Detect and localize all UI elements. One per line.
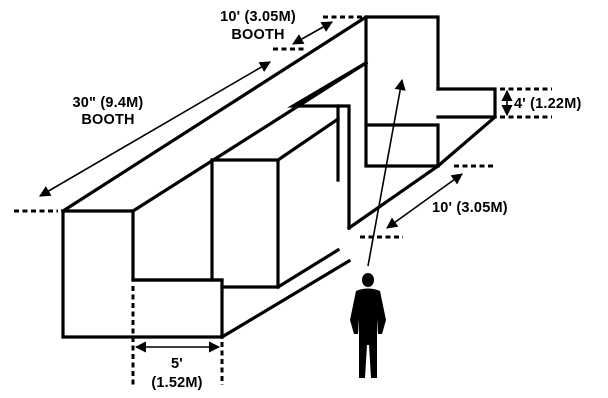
length-label: 30" (9.4M) [73,95,144,111]
right-extension [436,87,497,119]
booth-width-label: 10' (3.05M) [220,9,296,25]
module-width-label: 5' [171,356,183,372]
height-label: 4' (1.22M) [514,96,582,112]
center-panel-inner [275,247,341,290]
left-wall-inner-top-edge [130,15,368,214]
center-panel-side [275,115,340,182]
dimension-extension-lines [14,15,552,385]
booth-width-label-booth: BOOTH [231,27,284,43]
front-low-wall [61,209,224,339]
back-wall-step [336,104,351,230]
dimension-labels: 30" (9.4M) BOOTH 10' (3.05M) BOOTH 4' (1… [73,9,582,391]
floor-right-edge [346,163,441,231]
length-label-booth: BOOTH [81,112,134,128]
booth-width-arrow [292,21,333,45]
back-shelf [364,61,440,168]
viewer-direction-arrow [367,78,406,267]
floor-front-edge [219,258,352,340]
back-wall-notch [287,60,369,121]
center-panel [210,158,280,289]
right-width-arrow [386,173,463,229]
person-silhouette-icon [350,273,386,378]
length-arrow [39,61,271,197]
module-width-label-metric: (1.52M) [151,375,202,391]
booth-outline [60,15,498,340]
dimension-arrows [39,21,513,353]
right-width-label: 10' (3.05M) [432,200,508,216]
floor-back-edge [435,114,498,169]
